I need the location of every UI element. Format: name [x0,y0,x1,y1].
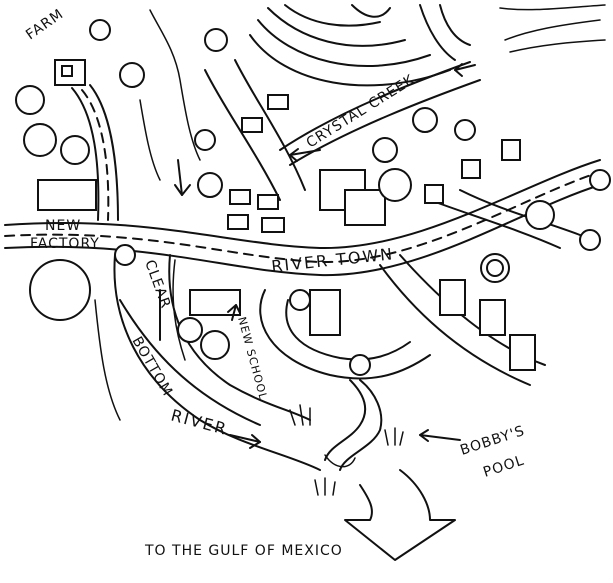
bobbys-pool [289,379,404,496]
label-gulf: TO THE GULF OF MEXICO [144,543,343,559]
ridge-lines [499,4,606,53]
label-river: RIVER [169,406,230,439]
north-road [174,59,306,201]
new-factory-building [37,179,97,211]
hill-contours [249,4,471,87]
buildings [37,59,536,371]
farm-road [71,84,119,221]
sun-icon [204,28,228,52]
label-new-factory-2: FACTORY [30,236,100,252]
trees [15,19,611,376]
school-loop-road [259,289,431,380]
label-farm: FARM [23,6,67,43]
clear-bottom-river [113,254,321,471]
label-new-factory-1: NEW [45,218,81,234]
label-river-town: RIVER TOWN [270,244,395,276]
gulf-arrow [344,469,456,561]
label-bottom: BOTTOM [129,334,176,399]
new-school-building [189,289,241,316]
annotation-arrows [159,63,476,449]
forest-edges [94,9,201,421]
label-pool: POOL [481,453,526,481]
town-streets [379,189,581,386]
